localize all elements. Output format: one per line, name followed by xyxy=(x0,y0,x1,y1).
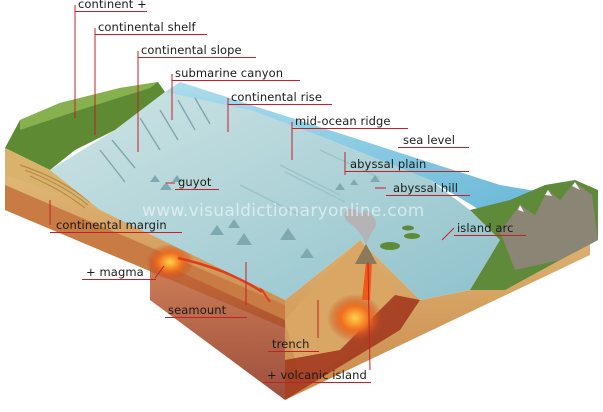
label-magma: + magma xyxy=(86,265,144,279)
underline-sea-level xyxy=(398,147,469,148)
underline-continental-slope xyxy=(138,57,256,58)
magma-conduit xyxy=(362,262,372,300)
volcanic-islands xyxy=(380,225,420,250)
label-abyssal-plain: abyssal plain xyxy=(350,157,427,171)
continental-slope-ridges xyxy=(99,97,211,183)
leader-lines xyxy=(49,5,455,371)
ocean-surface xyxy=(165,82,560,210)
label-continent: continent + xyxy=(78,0,147,11)
continent-land-shade xyxy=(20,82,158,130)
underline-continental-shelf xyxy=(95,34,207,35)
volcano-cone xyxy=(355,244,377,264)
underline-seamount xyxy=(165,317,247,318)
underline-submarine-canyon xyxy=(172,80,300,81)
continent-land xyxy=(5,82,165,170)
label-sea-level: sea level xyxy=(403,133,456,147)
watermark-text: www.visualdictionaryonline.com xyxy=(142,201,425,221)
underline-magma xyxy=(82,279,156,280)
mid-ocean-ridge xyxy=(239,149,381,216)
island-arc-snow xyxy=(518,182,580,212)
underline-continent xyxy=(75,11,147,12)
label-guyot: guyot xyxy=(178,175,212,189)
seamounts-group xyxy=(150,175,380,258)
label-continental-margin: continental margin xyxy=(56,218,167,232)
magma-chamber-left xyxy=(146,244,194,280)
underline-volcanic-island xyxy=(263,382,371,383)
label-trench: trench xyxy=(272,337,310,351)
underline-abyssal-hill xyxy=(386,195,470,196)
label-continental-shelf: continental shelf xyxy=(98,20,196,34)
underline-mid-ocean-ridge xyxy=(292,128,408,129)
label-island-arc: island arc xyxy=(457,221,514,235)
label-submarine-canyon: submarine canyon xyxy=(175,66,284,80)
magma-chamber-trench xyxy=(327,294,383,342)
underline-guyot xyxy=(175,189,219,190)
label-continental-slope: continental slope xyxy=(141,43,242,57)
label-seamount: seamount xyxy=(168,303,227,317)
continental-margin-sediment xyxy=(5,148,100,210)
sediment-layers xyxy=(19,164,91,209)
label-abyssal-hill: abyssal hill xyxy=(393,181,459,195)
underline-trench xyxy=(268,351,319,352)
underline-continental-rise xyxy=(228,104,332,105)
mantle-front xyxy=(150,258,285,400)
deep-mantle-right xyxy=(285,295,420,400)
volcano-ash-plume xyxy=(344,208,376,244)
underline-continental-margin xyxy=(50,232,182,233)
island-arc-mountains xyxy=(500,182,598,270)
magma-flow-arrow xyxy=(177,256,263,294)
underline-abyssal-plain xyxy=(345,171,469,172)
label-volcanic-island: + volcanic island xyxy=(267,368,367,382)
label-mid-ocean-ridge: mid-ocean ridge xyxy=(295,114,391,128)
label-continental-rise: continental rise xyxy=(231,90,322,104)
underline-island-arc xyxy=(454,235,526,236)
